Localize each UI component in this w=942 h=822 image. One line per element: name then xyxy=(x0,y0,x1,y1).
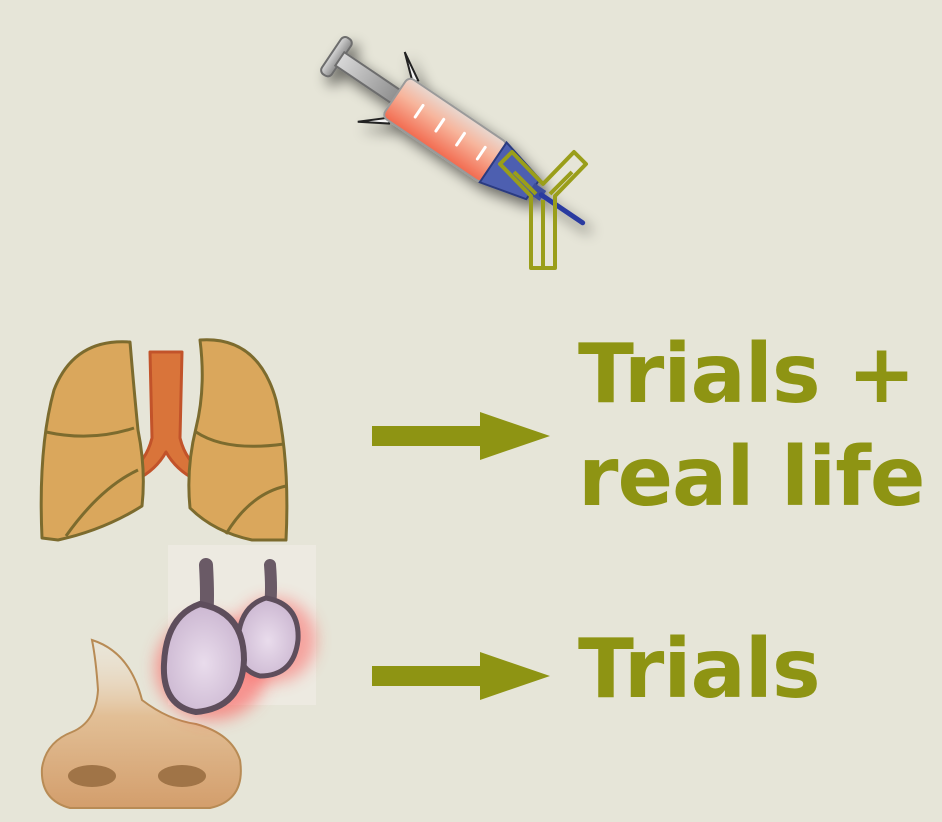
syringe-icon xyxy=(308,19,606,258)
right-arrow-icon xyxy=(372,412,550,460)
lungs-icon xyxy=(41,340,287,540)
row-1-label-line1: Trials + xyxy=(578,327,915,423)
row-2-label: Trials xyxy=(578,622,820,718)
row-1-label-line2: real life xyxy=(578,430,925,526)
nose-with-nasal-polyps-icon xyxy=(42,545,316,808)
right-arrow-icon xyxy=(372,652,550,700)
